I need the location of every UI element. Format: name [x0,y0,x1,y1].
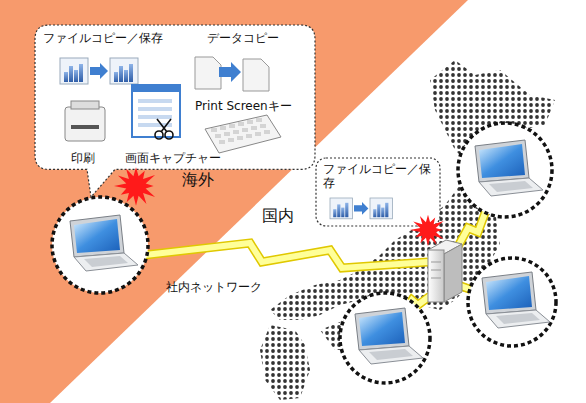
alert-burst [114,167,155,206]
screen-capture-icon [132,85,180,139]
callout-outline [35,25,315,169]
callout-text: Print Screenキー [195,99,292,113]
keyboard-icon [205,115,281,153]
network-label: 社内ネットワーク [166,280,262,294]
callout-text: 画面キャプチャー [125,151,221,165]
server-callout: ファイルコピー／保存 [316,158,440,226]
area-label: 海外 [182,170,214,189]
alert-burst [410,215,444,247]
callout-text: データコピー [207,31,279,45]
server [428,240,462,302]
area-label: 国内 [262,206,294,225]
overseas-area [0,0,468,403]
file-copy-icon [60,58,138,84]
laptop-pc [340,293,430,383]
data-copy-icon [195,57,269,91]
laptop-pc [458,123,552,217]
printer-icon [65,101,105,141]
laptop-pc [468,258,556,346]
callout-text: 印刷 [71,151,95,165]
operation-callout: ファイルコピー／保存 データコピー Print Screenキー印刷 画面キャプチャー [35,25,315,169]
callout-text: ファイルコピー／保存 [43,31,163,45]
network-lightning [145,205,490,322]
file-copy-icon [330,198,392,219]
callout-text: ファイルコピー／保存 [323,162,431,191]
laptop-pc [52,197,148,293]
